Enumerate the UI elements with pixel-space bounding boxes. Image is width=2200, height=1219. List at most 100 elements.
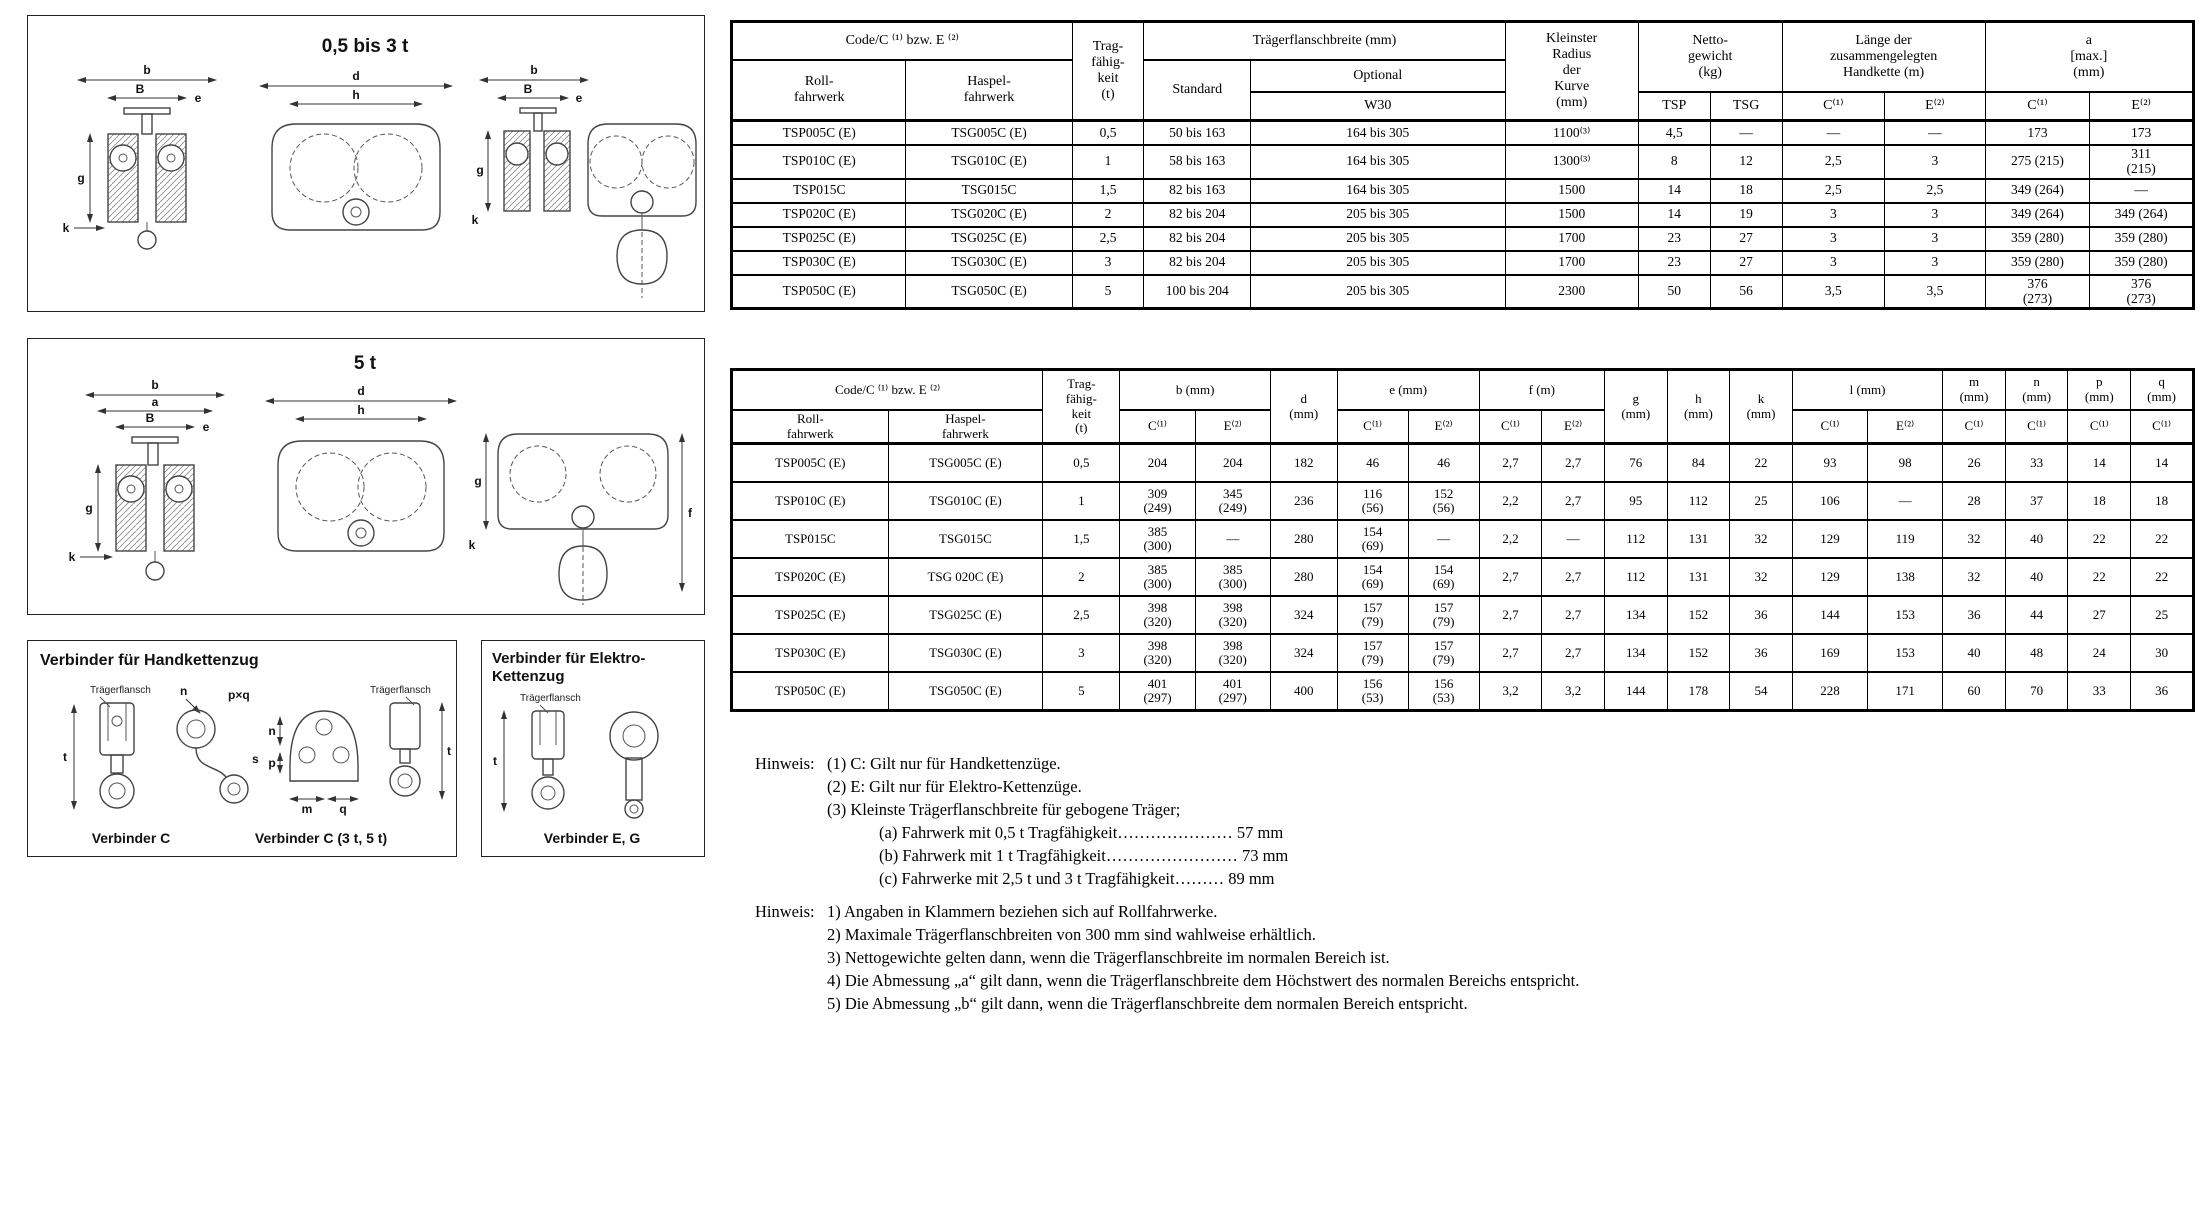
table-cell: TSG050C (E) [905,273,1073,310]
table-cell: 2,7 [1541,595,1605,636]
table-cell: 25 [2130,595,2194,636]
table-cell: 24 [2067,633,2132,674]
table-cell: 19 [1709,201,1783,228]
table-cell: 129 [1791,519,1869,560]
table-cell: 2,7 [1541,481,1605,522]
table-cell: 134 [1603,595,1668,636]
table-cell: TSP005C (E) [730,119,907,146]
table-cell: 1100⁽³⁾ [1504,119,1639,146]
flange-label-2: Trägerflansch [370,685,431,696]
table-cell: 2,5 [1781,144,1886,180]
table-cell: 2,7 [1478,442,1543,484]
table-cell: 164 bis 305 [1250,119,1506,146]
header-handkette: Länge der zusammengelegten Handkette (m) [1781,20,1986,93]
note-line: 1) Angaben in Klammern beziehen sich auf… [827,902,1218,921]
table-cell: 36 [1729,633,1793,674]
table-cell: 157 (79) [1336,633,1409,674]
drawing-box-verbinder-hand: Verbinder für Handkettenzug Trägerflansc… [27,640,457,857]
table-cell: 157 (79) [1407,633,1480,674]
table-cell: 82 bis 204 [1143,249,1252,276]
dim-label-n2: n [268,724,275,738]
dim-label-k2: k [472,213,479,227]
table-cell: 153 [1867,595,1944,636]
table-cell: 82 bis 204 [1143,201,1252,228]
table-cell: 5 [1042,671,1121,712]
drawing-title: 0,5 bis 3 t [322,36,409,57]
table-cell: 37 [2004,481,2069,522]
trolley-drawing-05-3t: 0,5 bis 3 t b B e g k d h b B e g k [63,36,697,298]
header-tragfaehigkeit: Trag- fähig- keit (t) [1071,20,1145,122]
table-cell: 376 (273) [1984,273,2091,310]
table-cell: 54 [1729,671,1793,712]
header-tsg: TSG [1709,91,1783,122]
table-cell: TSG050C (E) [887,671,1044,712]
table-cell: 182 [1269,442,1338,484]
note-line: 4) Die Abmessung „a“ gilt dann, wenn die… [827,971,1580,990]
table-cell: 1500 [1504,201,1639,228]
table-cell: 25 [1729,481,1793,522]
header-e2: E⁽²⁾ [1541,409,1605,445]
table-cell: 2,7 [1541,557,1605,598]
table-cell: 106 [1791,481,1869,522]
table-cell: 154 (69) [1336,519,1409,560]
table-cell: — [1709,119,1783,146]
header-e: e (mm) [1336,368,1480,411]
table-cell: 5 [1071,273,1145,310]
dimensions-table-1: Code/C ⁽¹⁾ bzw. E ⁽²⁾ Trag- fähig- keit … [730,20,2195,311]
table-cell: 27 [1709,249,1783,276]
table-cell: TSG005C (E) [887,442,1044,484]
header-c1: C⁽¹⁾ [1781,91,1886,122]
trolley-drawing-5t: 5 t b a B e g k d h g k f [69,353,693,605]
table-cell: 171 [1867,671,1944,712]
drawing-box-05-3t: 0,5 bis 3 t b B e g k d h b B e g k [27,15,705,312]
table-cell: 349 (264) [2089,201,2194,228]
table-cell: 138 [1867,557,1944,598]
table-cell: 154 (69) [1336,557,1409,598]
table-cell: 28 [1942,481,2006,522]
dim-label-B2: B [524,82,533,96]
table-cell: 134 [1603,633,1668,674]
table-cell: 280 [1269,519,1338,560]
header-q: q (mm) [2130,368,2194,411]
dim-label-q: q [339,802,346,816]
dim-label-t: t [63,750,67,764]
dim-label-h: h [357,403,364,417]
table-cell: 2300 [1504,273,1639,310]
table-cell: 349 (264) [1984,201,2091,228]
table-cell: 18 [2067,481,2132,522]
table-cell: 359 (280) [1984,225,2091,252]
drawing-box-5t: 5 t b a B e g k d h g k f [27,338,705,615]
header-e2: E⁽²⁾ [1194,409,1271,445]
table-cell: 1,5 [1071,177,1145,204]
note-line: (3) Kleinste Trägerflanschbreite für geb… [827,800,1181,819]
table-cell: 76 [1603,442,1668,484]
table-cell: 178 [1666,671,1731,712]
table-cell: 100 bis 204 [1143,273,1252,310]
table-cell: 131 [1666,557,1731,598]
table-cell: 1700 [1504,225,1639,252]
header-tragfaehigkeit: Trag- fähig- keit (t) [1042,368,1121,445]
dim-label-d: d [357,384,364,398]
table-cell: TSG015C [887,519,1044,560]
table-cell: 33 [2004,442,2069,484]
dim-label-t: t [493,754,497,768]
table-cell: TSG 020C (E) [887,557,1044,598]
header-p: p (mm) [2067,368,2132,411]
table-cell: 33 [2067,671,2132,712]
header-optional: Optional [1250,59,1506,93]
header-c1: C⁽¹⁾ [2004,409,2069,445]
table-cell: 44 [2004,595,2069,636]
table-cell: 228 [1791,671,1869,712]
table-cell: 22 [2130,557,2194,598]
note-line: (2) E: Gilt nur für Elektro-Kettenzüge. [827,777,1082,796]
table-cell: 58 bis 163 [1143,144,1252,180]
table-cell: 204 [1194,442,1271,484]
table-cell: 30 [2130,633,2194,674]
table-cell: TSP010C (E) [731,481,889,522]
